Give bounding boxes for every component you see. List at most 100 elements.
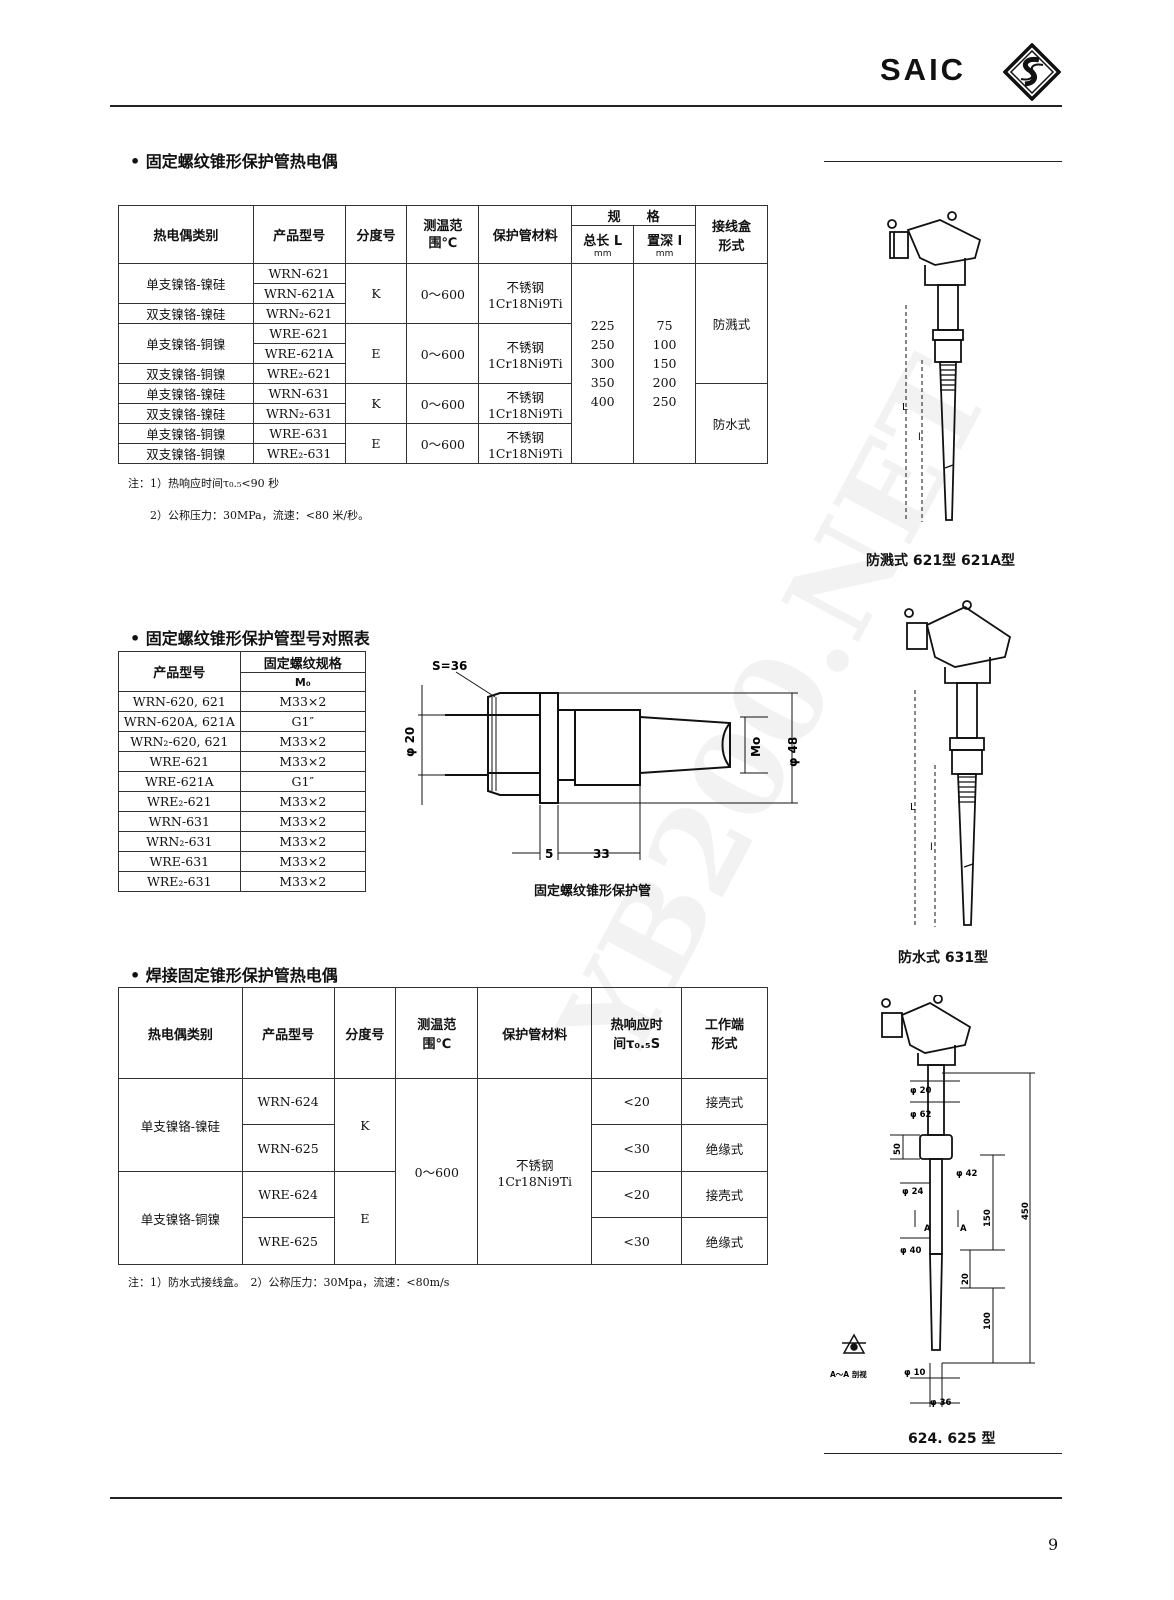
- th-grade: 分度号: [344, 205, 408, 264]
- cell-type: 单支镍铬-铜镍: [118, 1171, 243, 1265]
- cell-box: 防水式: [695, 383, 768, 464]
- cell-model: WRE₂-621: [118, 791, 241, 812]
- cell-thread: M33×2: [239, 851, 367, 872]
- th-box: 接线盒形式: [695, 205, 768, 264]
- side-rule-bottom: [824, 1453, 1062, 1454]
- dim-d36: φ 36: [930, 1398, 952, 1408]
- cell-type: 单支镍铬-镍硅: [118, 1078, 243, 1172]
- cell-type: 双支镍铬-铜镍: [118, 363, 254, 384]
- section1-title: • 固定螺纹锥形保护管热电偶: [130, 152, 338, 171]
- dim-d62: φ 62: [910, 1110, 932, 1120]
- cell-material-line: 不锈钢: [506, 279, 545, 295]
- dim-50: 50: [893, 1143, 903, 1155]
- dim-a-right: A: [960, 1224, 967, 1234]
- depth-value: 150: [652, 356, 677, 371]
- th-range: 测温范围℃: [395, 987, 479, 1079]
- label-s36: S=36: [432, 659, 467, 673]
- cell-model: WRN₂-631: [252, 403, 346, 424]
- note-1: 注：1）热响应时间τ₀.₅<90 秒: [128, 477, 280, 490]
- cell-end-type: 接壳式: [681, 1171, 768, 1218]
- cell-model: WRN-625: [241, 1124, 335, 1172]
- cell-thread: M33×2: [239, 871, 367, 892]
- dim-d10: φ 10: [904, 1368, 926, 1378]
- dim-d20: φ 20: [910, 1086, 932, 1096]
- th-total-length-text: 总长 L: [583, 234, 623, 249]
- note-2: 2）公称压力：30MPa，流速：<80 米/秒。: [150, 509, 370, 522]
- th-end-type-text: 工作端形式: [705, 1018, 745, 1052]
- cell-type: 单支镍铬-镍硅: [118, 263, 254, 304]
- cell-response: <20: [591, 1171, 683, 1218]
- cell-material-line: 1Cr18Ni9Ti: [487, 445, 563, 461]
- th-thread-spec: 固定螺纹规格: [239, 651, 367, 673]
- cell-material-line: 不锈钢: [506, 339, 545, 355]
- section-aa-label: A～A 剖视: [830, 1369, 867, 1379]
- cell-model: WRN-624: [241, 1078, 335, 1125]
- label-d20: φ 20: [403, 727, 417, 757]
- figure-splashproof-thermocouple: L l: [887, 211, 982, 522]
- cell-material-line: 1Cr18Ni9Ti: [487, 405, 563, 421]
- cell-model: WRE-624: [241, 1171, 335, 1218]
- cell-type: 双支镍铬-镍硅: [118, 303, 254, 324]
- cell-thread: G1″: [239, 711, 367, 732]
- cell-model: WRE-621: [118, 751, 241, 772]
- length-value: 300: [590, 356, 615, 371]
- cell-model: WRN-631: [252, 383, 346, 404]
- label-m0: Mo: [749, 737, 763, 757]
- th-type: 热电偶类别: [118, 987, 243, 1079]
- cell-grade: K: [333, 1078, 397, 1172]
- fig2-label-l: l: [930, 842, 933, 853]
- cell-grade: K: [344, 383, 408, 424]
- saic-logo-icon: [1003, 43, 1061, 101]
- th-grade: 分度号: [333, 987, 397, 1079]
- cell-thread: G1″: [239, 771, 367, 792]
- cell-model: WRE-621A: [252, 343, 346, 364]
- label-d48: φ 48: [786, 737, 800, 767]
- fig2-caption: 防水式 631型: [898, 950, 989, 966]
- depth-value: 100: [652, 337, 677, 352]
- cell-total-length: 225 250 300 350 400: [571, 263, 635, 464]
- th-box-text: 接线盒形式: [711, 219, 751, 254]
- cell-thread: M33×2: [239, 691, 367, 712]
- cell-model: WRE-631: [118, 851, 241, 872]
- dim-20: 20: [961, 1273, 971, 1285]
- cell-type: 双支镍铬-铜镍: [118, 443, 254, 464]
- cell-model: WRE-621: [252, 323, 346, 344]
- dim-150: 150: [983, 1209, 993, 1227]
- cell-range: 0～600: [406, 323, 480, 384]
- cell-model: WRE₂-631: [252, 443, 346, 464]
- length-value: 350: [590, 375, 615, 390]
- th-model: 产品型号: [252, 205, 346, 264]
- drawing-caption: 固定螺纹锥形保护管: [534, 884, 652, 899]
- cell-end-type: 绝缘式: [681, 1217, 768, 1265]
- cell-type: 单支镍铬-铜镍: [118, 423, 254, 444]
- page-number: 9: [1048, 1535, 1059, 1554]
- cell-thread: M33×2: [239, 811, 367, 832]
- length-value: 225: [590, 318, 615, 333]
- cell-depth: 75 100 150 200 250: [633, 263, 697, 464]
- cell-response: <20: [591, 1078, 683, 1125]
- dim-450: 450: [1021, 1202, 1031, 1220]
- cell-material-line: 不锈钢: [506, 389, 545, 405]
- cell-type: 单支镍铬-铜镍: [118, 323, 254, 364]
- cell-model: WRN-621A: [252, 283, 346, 304]
- footer-rule: [110, 1497, 1062, 1499]
- depth-value: 250: [652, 394, 677, 409]
- cell-range: 0～600: [406, 423, 480, 464]
- side-rule-top: [824, 161, 1062, 162]
- dim-100: 100: [983, 1312, 993, 1330]
- figure-waterproof-thermocouple: L l: [904, 600, 1012, 927]
- cell-model: WRN-621: [252, 263, 346, 284]
- cell-response: <30: [591, 1124, 683, 1172]
- figure-welded-thermocouple: φ 20 φ 62 50 φ 42 φ 24 150 450 A A φ 40 …: [830, 995, 1035, 1408]
- cell-material-line: 不锈钢: [515, 1157, 554, 1173]
- th-spec: 规 格: [571, 205, 697, 226]
- th-range-text: 测温范围℃: [417, 1018, 457, 1052]
- th-depth-text: 置深 l: [647, 234, 683, 249]
